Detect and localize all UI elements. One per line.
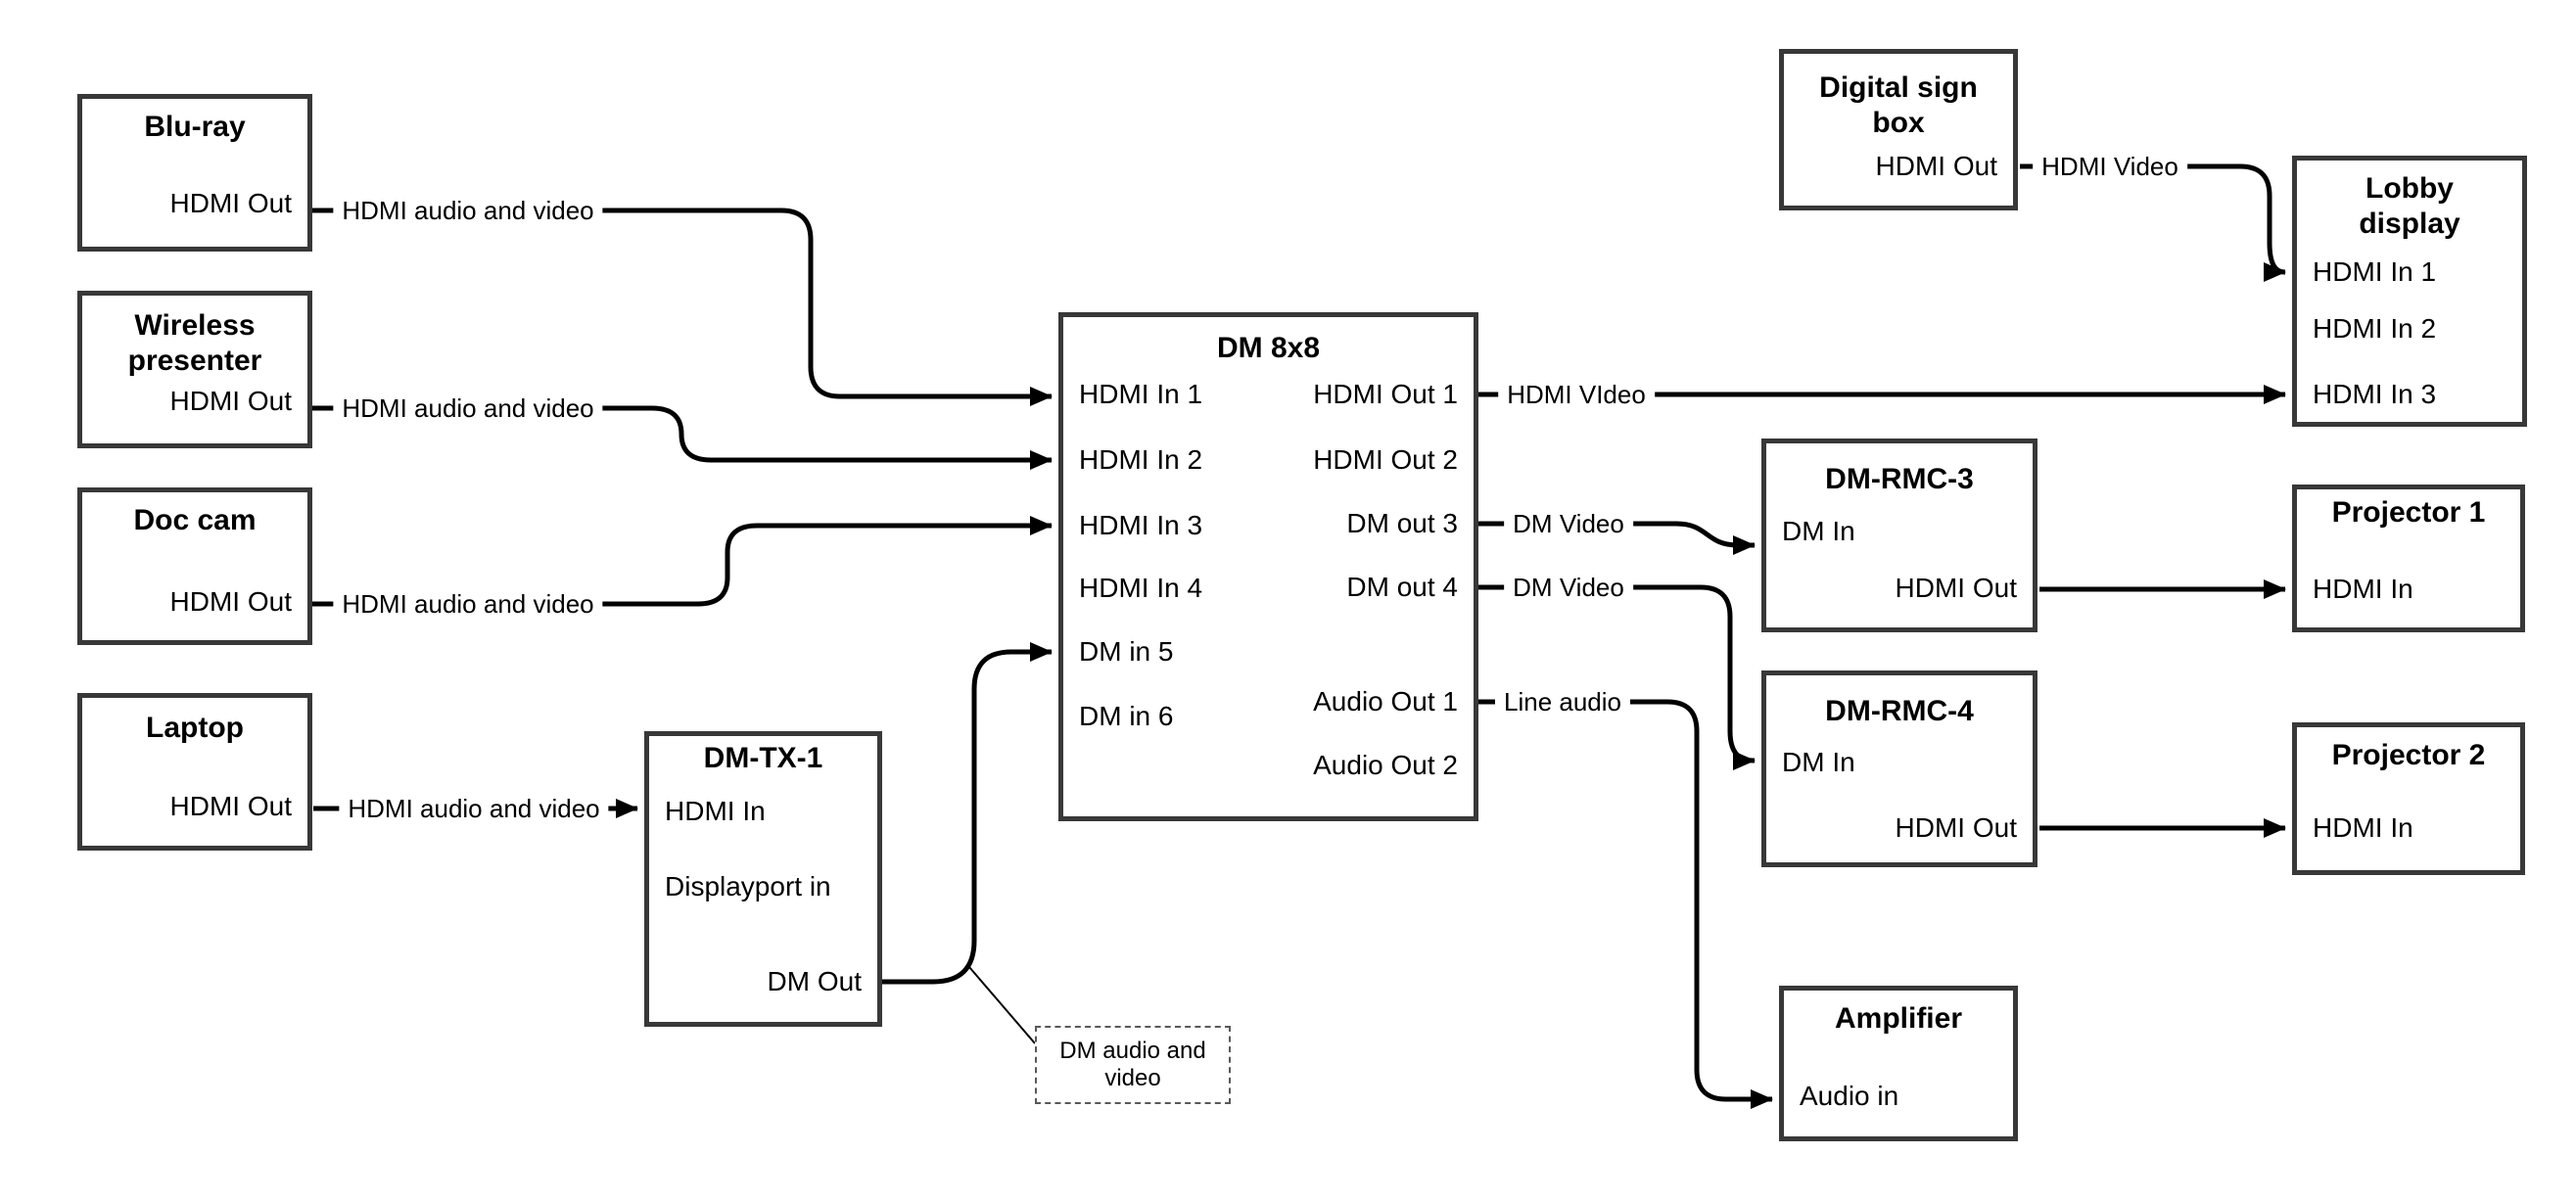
port-rmc4-hdmi-out: HDMI Out [1895, 812, 2017, 843]
node-title: DM 8x8 [1216, 332, 1321, 364]
node-title: Wireless presenter [127, 309, 262, 377]
node-title: Doc cam [133, 504, 257, 536]
port-lobby-hdmi-in-2: HDMI In 2 [2313, 313, 2437, 344]
annotation-dm-audio-video: DM audio and video [1035, 1026, 1231, 1104]
node-lobby-display: Lobby display HDMI In 1 HDMI In 2 HDMI I… [2292, 156, 2527, 427]
port-lobby-hdmi-in-3: HDMI In 3 [2313, 379, 2437, 409]
connector-wireless-to-dm8x8-in2 [311, 405, 1053, 470]
node-laptop: Laptop HDMI Out [77, 693, 312, 851]
node-bluray: Blu-ray HDMI Out [77, 94, 312, 252]
port-dmtx1-displayport-in: Displayport in [665, 871, 831, 901]
node-projector-1: Projector 1 HDMI In [2292, 485, 2525, 632]
port-dm8x8-hdmi-in-3: HDMI In 3 [1079, 510, 1203, 540]
port-wireless-hdmi-out: HDMI Out [169, 386, 292, 416]
port-rmc4-dm-in: DM In [1782, 747, 1855, 777]
wire-label-audio-out1: Line audio [1495, 687, 1630, 716]
connector-bluray-to-dm8x8-in1 [311, 208, 1053, 406]
port-doccam-hdmi-out: HDMI Out [169, 586, 292, 617]
port-dm8x8-dm-out-4: DM out 4 [1346, 572, 1458, 602]
connector-dm8x8-aout1-to-amp [1478, 699, 1773, 1109]
port-rmc3-hdmi-out: HDMI Out [1895, 573, 2017, 603]
wire-label-signbox: HDMI Video [2033, 152, 2187, 181]
port-dm8x8-hdmi-in-2: HDMI In 2 [1079, 444, 1203, 475]
node-digital-sign-box: Digital sign box HDMI Out [1779, 49, 2018, 210]
port-dmtx1-dm-out: DM Out [767, 966, 862, 996]
node-title: DM-TX-1 [703, 742, 823, 774]
node-doc-cam: Doc cam HDMI Out [77, 487, 312, 645]
node-dm-rmc-4: DM-RMC-4 DM In HDMI Out [1761, 670, 2037, 867]
port-dm8x8-audio-out-1: Audio Out 1 [1313, 686, 1458, 716]
node-dm-rmc-3: DM-RMC-3 DM In HDMI Out [1761, 439, 2037, 632]
node-title: Lobby display [2359, 172, 2460, 240]
node-title: DM-RMC-4 [1825, 695, 1974, 727]
node-title: Amplifier [1834, 1002, 1963, 1035]
wire-label-hdmi-out1: HDMI VIdeo [1498, 380, 1655, 409]
annotation-leader-line [968, 966, 1036, 1044]
wire-label-dm-out4: DM Video [1504, 573, 1633, 602]
node-wireless-presenter: Wireless presenter HDMI Out [77, 291, 312, 448]
node-dm-tx-1: DM-TX-1 HDMI In Displayport in DM Out [644, 731, 882, 1027]
port-rmc3-dm-in: DM In [1782, 516, 1855, 546]
port-dm8x8-dm-in-5: DM in 5 [1079, 636, 1174, 667]
port-amp-audio-in: Audio in [1800, 1081, 1899, 1111]
port-dm8x8-hdmi-in-1: HDMI In 1 [1079, 379, 1203, 409]
connector-dmtx1-to-dm8x8-in5 [882, 642, 1053, 985]
port-dm8x8-dm-in-6: DM in 6 [1079, 701, 1174, 731]
connector-doccam-to-dm8x8-in3 [311, 516, 1053, 607]
port-dm8x8-hdmi-out-1: HDMI Out 1 [1313, 379, 1458, 409]
wire-label-bluray: HDMI audio and video [333, 196, 603, 225]
port-lobby-hdmi-in-1: HDMI In 1 [2313, 256, 2437, 287]
connector-dm8x8-out3-to-rmc3 [1478, 521, 1756, 555]
wire-label-dm-out3: DM Video [1504, 509, 1633, 538]
connector-signbox-to-lobby-in1 [2020, 163, 2286, 282]
port-proj1-hdmi-in: HDMI In [2313, 574, 2413, 604]
wire-label-doccam: HDMI audio and video [333, 589, 603, 619]
port-dm8x8-hdmi-out-2: HDMI Out 2 [1313, 444, 1458, 475]
port-signbox-hdmi-out: HDMI Out [1875, 151, 1997, 181]
node-title: Digital sign box [1819, 71, 1978, 139]
port-proj2-hdmi-in: HDMI In [2313, 812, 2413, 843]
port-dmtx1-hdmi-in: HDMI In [665, 796, 766, 826]
node-dm-8x8: DM 8x8 HDMI In 1 HDMI In 2 HDMI In 3 HDM… [1058, 312, 1478, 821]
port-dm8x8-hdmi-in-4: HDMI In 4 [1079, 573, 1203, 603]
node-title: Projector 1 [2331, 496, 2486, 529]
node-title: Blu-ray [144, 111, 246, 143]
wire-label-wireless: HDMI audio and video [333, 393, 603, 423]
node-amplifier: Amplifier Audio in [1779, 986, 2018, 1141]
port-laptop-hdmi-out: HDMI Out [169, 791, 292, 821]
node-title: DM-RMC-3 [1825, 463, 1974, 495]
node-title: Laptop [146, 712, 244, 744]
node-title: Projector 2 [2331, 739, 2486, 771]
node-projector-2: Projector 2 HDMI In [2292, 722, 2525, 875]
wire-label-laptop: HDMI audio and video [339, 794, 609, 823]
port-dm8x8-audio-out-2: Audio Out 2 [1313, 750, 1458, 780]
port-bluray-hdmi-out: HDMI Out [169, 188, 292, 218]
connector-dm8x8-out4-to-rmc4 [1478, 584, 1756, 770]
port-dm8x8-dm-out-3: DM out 3 [1346, 508, 1458, 538]
